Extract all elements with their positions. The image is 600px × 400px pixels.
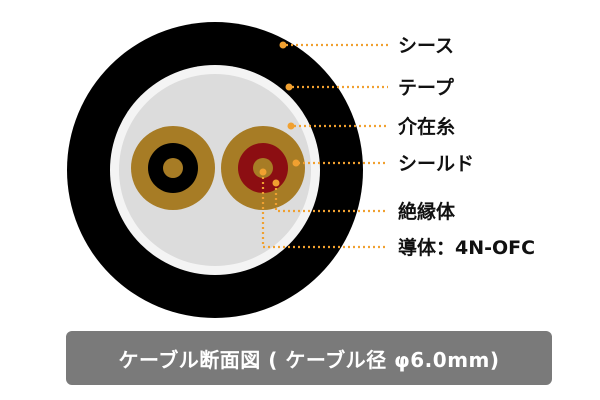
leader-dot-filler — [287, 122, 295, 130]
leader-dot-sheath — [279, 41, 287, 49]
label-tape: テープ — [398, 76, 455, 99]
leader-dot-conductor — [259, 168, 267, 176]
leader-lines — [261, 43, 388, 249]
label-insulator: 絶縁体 — [398, 200, 456, 223]
leader-conductor — [261, 172, 388, 249]
label-shield: シールド — [398, 153, 474, 175]
label-conductor: 導体：4N-OFC — [398, 236, 535, 259]
leader-dots — [259, 41, 300, 187]
label-sheath: シース — [398, 35, 454, 57]
left-core-conductor — [163, 158, 183, 178]
leader-dot-tape — [285, 83, 293, 91]
leader-dot-insulator — [272, 179, 280, 187]
label-filler: 介在糸 — [397, 115, 455, 138]
caption-bar: ケーブル断面図 ( ケーブル径 φ6.0mm) — [66, 331, 552, 385]
right-core-conductor — [253, 158, 273, 178]
caption-text: ケーブル断面図 ( ケーブル径 φ6.0mm) — [118, 347, 500, 372]
leader-dot-shield — [292, 159, 300, 167]
